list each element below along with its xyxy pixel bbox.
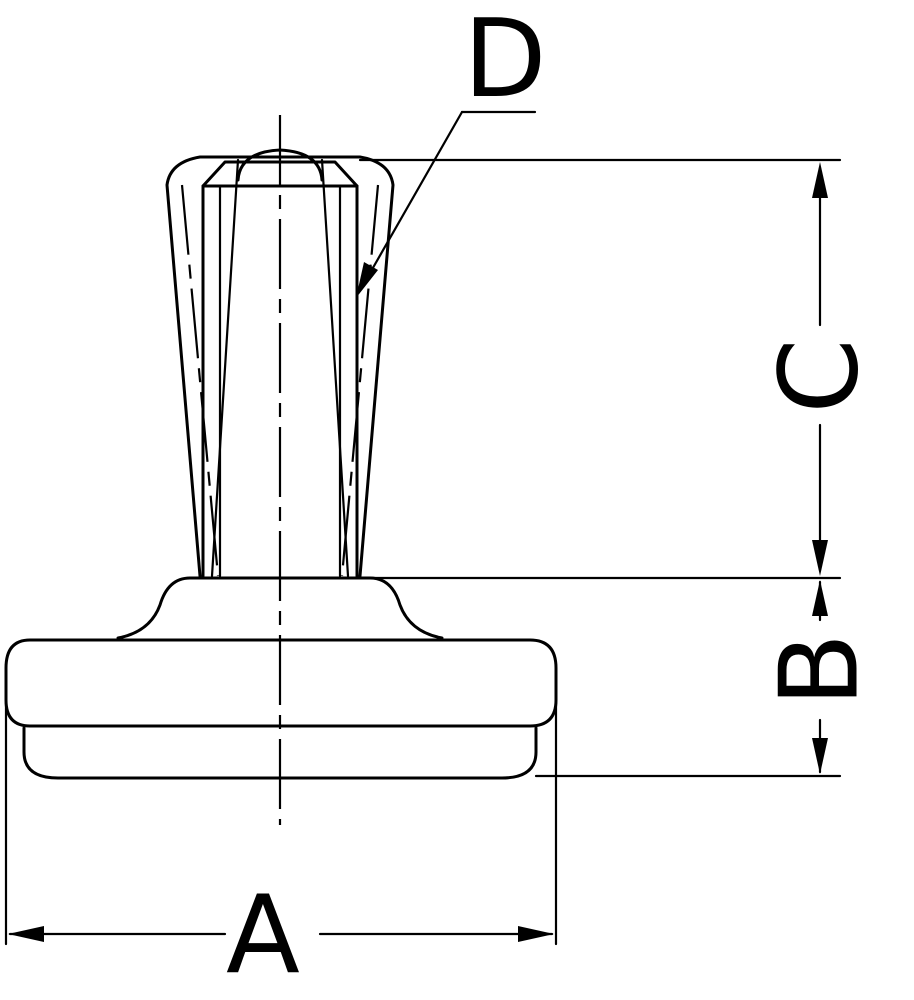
dimension-b [534,580,842,778]
dimension-label-a: A [226,873,300,998]
threaded-stem [165,148,395,578]
dimension-label-c: C [758,338,883,413]
base-pad [4,576,558,780]
leader-d [356,110,537,298]
dimension-a [4,698,558,946]
callout-label-d: D [463,0,546,122]
dimension-label-b: B [758,633,883,707]
dimension-c [358,158,842,580]
